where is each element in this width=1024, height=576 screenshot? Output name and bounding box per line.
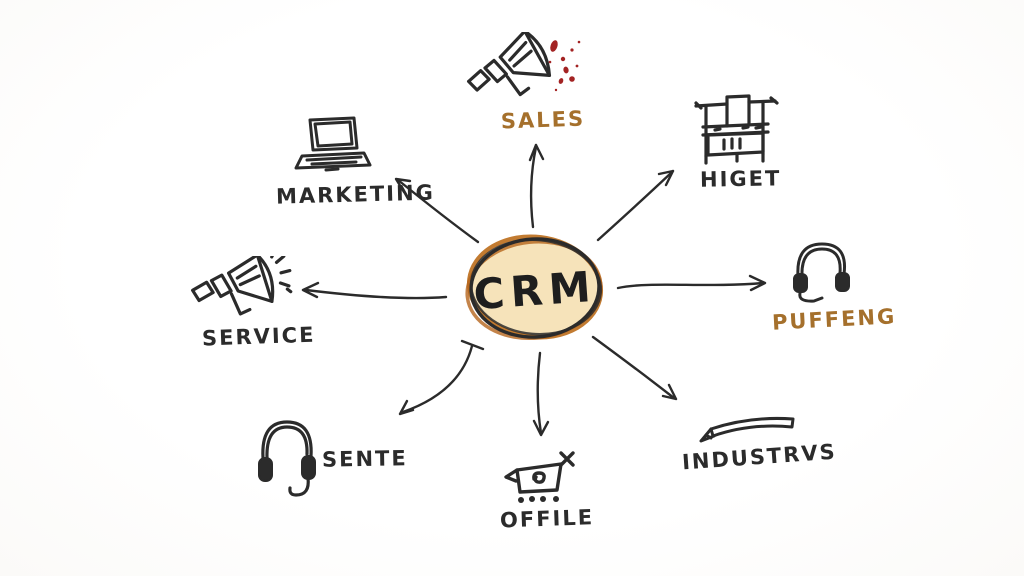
node-service (188, 256, 298, 324)
node-marketing (288, 116, 374, 174)
megaphone-icon (467, 32, 581, 97)
node-label-service: SERVICE (201, 322, 316, 351)
ink-splatter (548, 40, 581, 92)
node-label-offile: OFFILE (499, 505, 595, 533)
node-sales (462, 32, 592, 112)
arrow-to-marketing (394, 177, 480, 244)
node-higet (693, 90, 779, 166)
node-label-higet: HIGET (699, 166, 782, 192)
node-puffeng (788, 238, 854, 304)
node-label-marketing: MARKETING (275, 180, 436, 209)
center-node-label: CRM (471, 261, 599, 319)
node-label-sente: SENTE (321, 446, 408, 472)
node-sente (255, 416, 319, 502)
arrow-to-sente (398, 339, 485, 416)
node-offile (503, 448, 579, 508)
node-industrvs (698, 410, 798, 450)
arrow-to-sales (528, 143, 545, 229)
arrow-to-higet (596, 169, 675, 242)
megaphone-icon (191, 256, 293, 316)
arrow-to-service (301, 281, 448, 300)
machine-icon (694, 94, 779, 165)
cart-icon (504, 451, 575, 503)
arrow-to-offile (532, 351, 550, 437)
headset-icon (793, 242, 850, 303)
node-label-sales: SALES (500, 106, 586, 134)
arrow-to-industrvs (591, 335, 678, 401)
headphones-icon (258, 420, 316, 497)
laptop-icon (294, 116, 372, 172)
ribbon-icon (699, 416, 795, 443)
arrow-to-puffeng (616, 274, 767, 292)
